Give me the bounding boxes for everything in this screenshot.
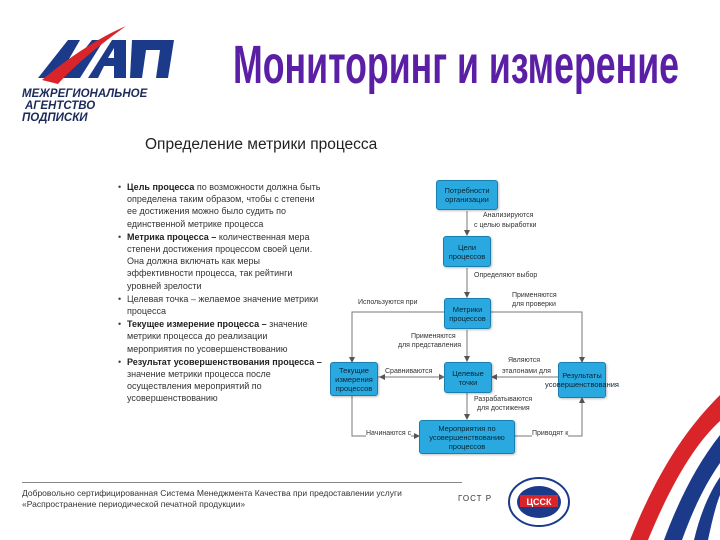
page-title: Мониторинг и измерение (232, 34, 679, 95)
footer-divider (22, 482, 462, 483)
footer-line-2: «Распространение периодической печатной … (22, 499, 246, 509)
footer-line-1: Добровольно сертифицированная Система Ме… (22, 488, 402, 498)
label-used-in: Используются при (358, 299, 418, 307)
label-compared: Сравниваются (385, 368, 433, 376)
label-for-repr: для представления (398, 342, 462, 350)
label-define-choice: Определяют выбор (474, 272, 538, 280)
box-improvement-results: Результаты усовершенствования (545, 362, 619, 398)
label-lead-to: Приводят к (532, 430, 569, 438)
box-improvement-actions: Мероприятия по усовершенствованию процес… (419, 420, 515, 454)
logo-line-2: АГЕНТСТВО (25, 100, 96, 112)
box-target-points: Целевые точки (444, 362, 492, 393)
label-for-achieve: для достижения (477, 405, 530, 413)
label-applied-check: Применяются (512, 292, 557, 300)
list-item: Результат усовершенствования процесса – … (118, 356, 324, 405)
label-start-with: Начинаются с (366, 430, 412, 438)
label-standards-for: эталонами для (502, 368, 551, 376)
footer-text: Добровольно сертифицированная Система Ме… (22, 488, 402, 510)
svg-text:ЦССК: ЦССК (526, 497, 552, 507)
logo-line-1: МЕЖРЕГИОНАЛЬНОЕ (22, 88, 148, 100)
label-for-dev: с целью выработки (474, 222, 537, 230)
label-applied-repr: Применяются (411, 333, 456, 341)
list-item: Целевая точка – желаемое значение метрик… (118, 293, 324, 317)
certification-seal-icon: ЦССК (508, 477, 570, 527)
label-for-check: для проверки (512, 301, 556, 309)
box-org-needs: Потребности организации (436, 180, 498, 210)
logo-line-3: ПОДПИСКИ (22, 112, 88, 124)
logo-caption: МЕЖРЕГИОНАЛЬНОЕ АГЕНТСТВО ПОДПИСКИ (22, 88, 147, 124)
box-process-metrics: Метрики процессов (444, 298, 491, 329)
box-current-measurements: Текущие измерения процессов (330, 362, 378, 396)
box-process-goals: Цели процессов (443, 236, 491, 267)
svg-text:Мониторинг и измерение: Мониторинг и измерение (233, 34, 679, 94)
decorative-swoosh-icon (630, 395, 720, 540)
definition-list: Цель процесса по возможности должна быть… (118, 181, 324, 406)
gost-label: ГОСТ Р (458, 494, 493, 503)
label-are: Являются (508, 357, 541, 365)
label-analyzed: Анализируются (483, 212, 534, 220)
label-developed: Разрабатываются (474, 396, 533, 404)
list-item: Текущее измерение процесса – значение ме… (118, 318, 324, 355)
section-subtitle: Определение метрики процесса (145, 136, 378, 153)
list-item: Метрика процесса – количественная мера с… (118, 231, 324, 292)
map-logo-icon (38, 26, 174, 84)
list-item: Цель процесса по возможности должна быть… (118, 181, 324, 230)
